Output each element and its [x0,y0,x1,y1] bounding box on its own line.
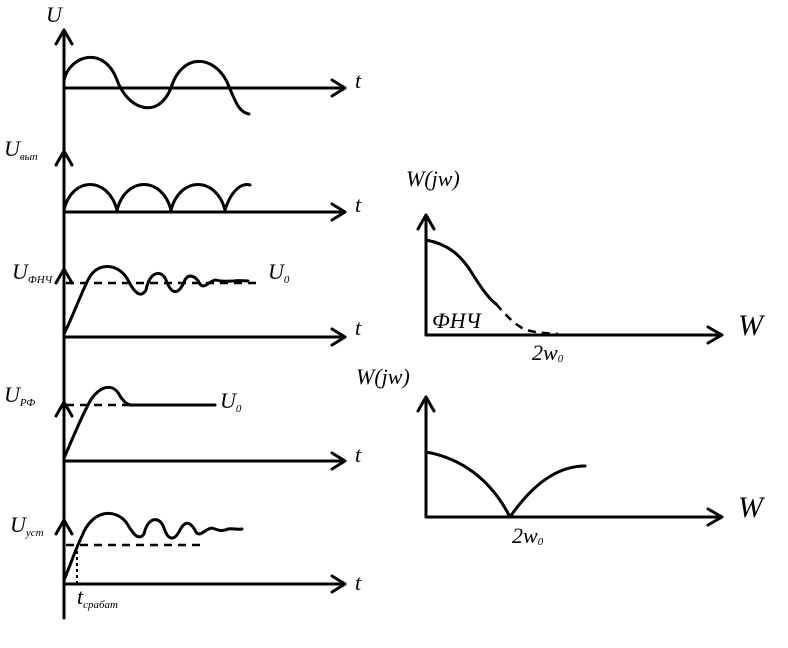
time-axis-3 [62,327,347,347]
u0-label-2: U0 [220,388,242,415]
time-axis-5 [62,574,347,594]
t-label-1: t [355,68,362,93]
u-lpf-label: UФНЧ [12,259,54,286]
top-freq-label: 2w0 [532,340,564,365]
u-out-label: Uвып [4,136,38,163]
rf-output-plot: UРФ U0 t [4,382,362,471]
notch-frequency-response-plot: W(jw) W 2w0 [356,364,766,548]
u-set-label: Uуст [10,512,44,539]
time-axis-1 [62,78,347,98]
notch-magnitude-curve [424,450,587,519]
t-label-3: t [355,315,362,340]
t-label-2: t [355,192,362,217]
lpf-response-curve [62,265,250,336]
top-x-label: W [738,309,766,342]
lpf-label: ФНЧ [432,308,483,333]
u0-label-1: U0 [268,259,290,286]
u-rf-label: UРФ [4,382,35,409]
u-axis-label: U [46,2,64,27]
lpf-frequency-response-plot: W(jw) W ФНЧ 2w0 [406,166,766,365]
bottom-freq-label: 2w0 [512,523,544,548]
bottom-y-label: W(jw) [356,364,410,389]
rectified-signal-plot: Uвып t [4,136,362,222]
bottom-x-label: W [738,491,766,524]
rectified-curve [62,183,252,212]
top-y-label: W(jw) [406,166,460,191]
time-axis-4 [62,451,347,471]
time-axis-2 [62,202,347,222]
t-label-4: t [355,442,362,467]
rf-response-curve [62,385,217,460]
lpf-tail-dashed [495,303,559,336]
input-signal-plot: U t [46,2,362,116]
settling-output-plot: Uуст tсрабат t [10,512,362,611]
t-trip-label: tсрабат [77,584,118,611]
freq-x-axis-top [424,325,724,345]
settling-response-curve [62,512,244,582]
lpf-output-plot: UФНЧ U0 t [12,259,362,347]
input-sine-curve [62,56,251,116]
freq-y-axis-bottom [416,395,436,519]
t-label-5: t [355,570,362,595]
left-vertical-axis [54,28,74,620]
freq-x-axis-bottom [424,507,724,527]
freq-y-axis-top [416,213,436,337]
lpf-magnitude-curve [424,238,498,306]
